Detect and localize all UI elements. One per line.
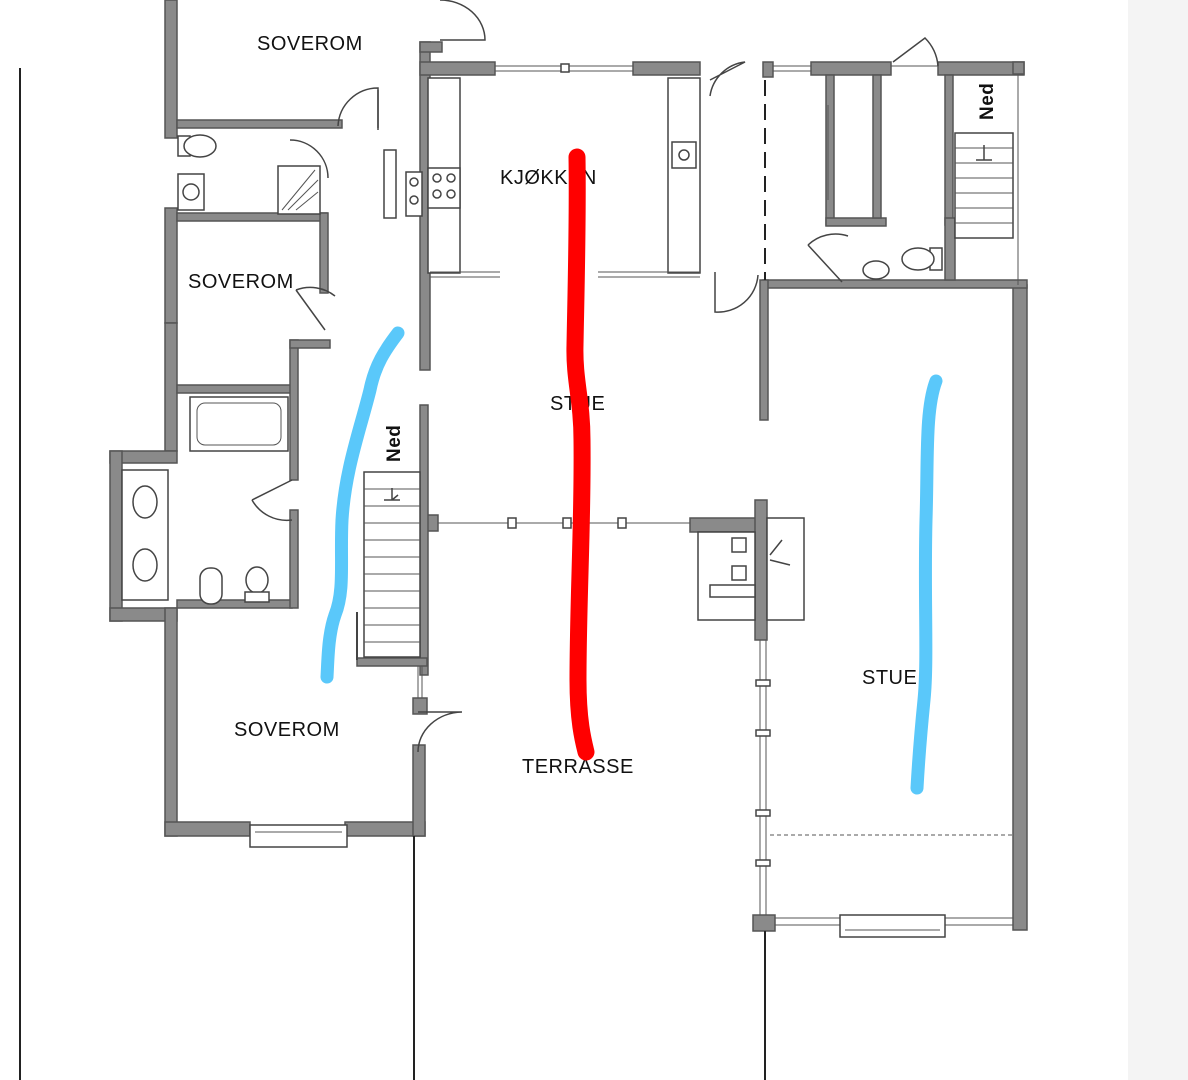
room-label-soverom-top: SOVEROM bbox=[257, 33, 363, 55]
stair-label-left: Ned bbox=[384, 425, 405, 462]
stair-label-right: Ned bbox=[977, 83, 998, 120]
room-label-soverom-mid: SOVEROM bbox=[188, 271, 294, 293]
room-label-terrasse: TERRASSE bbox=[522, 756, 634, 778]
red-annotation-line bbox=[566, 148, 595, 761]
blue-annotation-line-left bbox=[320, 326, 405, 684]
walls bbox=[109, 0, 1028, 932]
room-label-stue-right: STUE bbox=[862, 667, 917, 689]
room-label-soverom-bottom: SOVEROM bbox=[234, 719, 340, 741]
page-right-shade bbox=[1128, 0, 1188, 1080]
plan-details bbox=[121, 0, 1019, 1080]
blue-annotation-line-right bbox=[910, 374, 943, 795]
